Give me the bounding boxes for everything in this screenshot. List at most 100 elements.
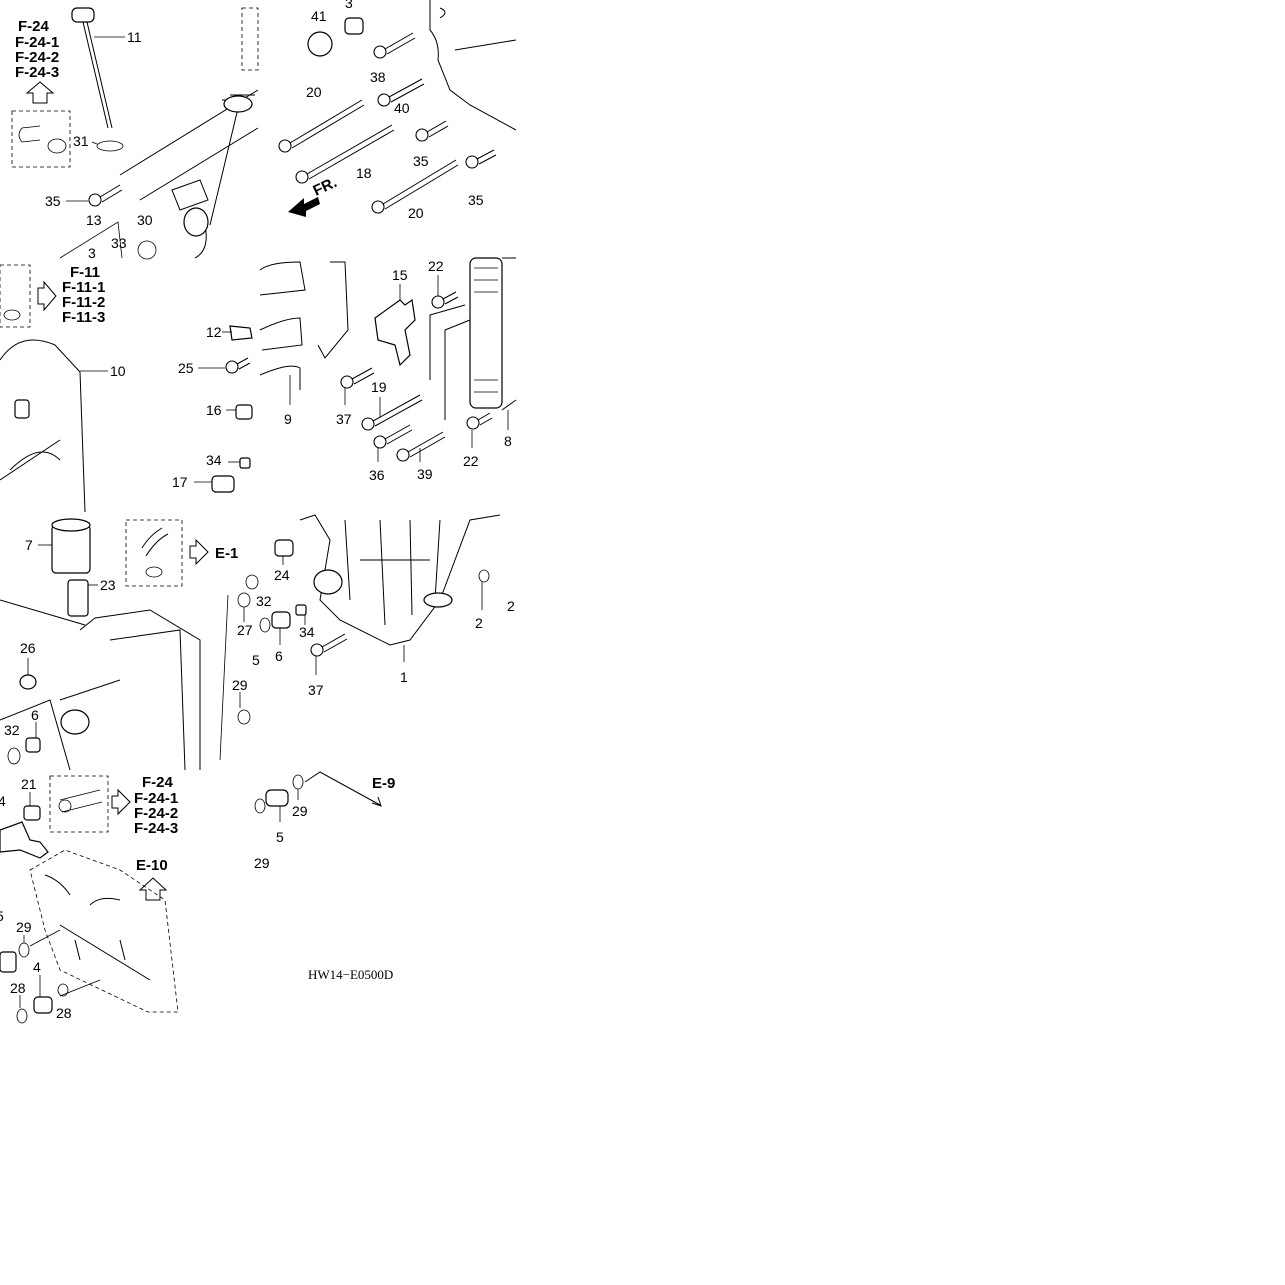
callout-34: 34 [206,452,222,468]
alignment-lines [429,304,471,420]
callout-3b: 3 [345,0,353,11]
bolt-36-shank [384,424,413,445]
callout-34b: 34 [299,624,315,640]
callout-22b: 22 [463,453,479,469]
bolt-37b-shank [321,633,348,653]
collar-6 [25,737,41,753]
ref-e9: E-9 [372,775,395,792]
callout-39: 39 [417,466,433,482]
o-ring-31 [96,140,124,152]
callout-13: 13 [86,212,102,228]
callout-32: 32 [4,722,20,738]
pipe-fitting [0,821,49,859]
ref-f24-3: F-24-3 [15,64,59,81]
panel-7: 4 21 F-24 F-24-1 F-24-2 F-24-3 E-10 5 29… [0,774,179,1024]
bolt-35c-shank [476,149,497,165]
bolt-25-shank [236,357,251,370]
panel-2: 41 3 38 40 20 18 35 35 20 FR. [278,0,517,221]
clamp-part [47,138,67,154]
callout-17: 17 [172,474,188,490]
callout-28: 28 [10,980,26,996]
bolt-19-head [361,417,375,431]
housing-bore [313,569,343,595]
callout-15: 15 [392,267,408,283]
o-ring-28b [57,983,69,997]
plug-5 [0,951,17,973]
dipstick-cap [71,7,95,23]
plug-26 [19,674,37,690]
o-ring-29b [18,942,30,958]
crankcase-body [59,609,201,771]
o-ring-29d [292,774,304,790]
bolt-22b-shank [477,412,493,426]
cover-detail [439,7,517,51]
pin-34 [239,457,251,469]
bolt-36-head [373,435,387,449]
bolt-20-shank [289,99,365,149]
bolt-20-head [278,139,292,153]
callout-33: 33 [111,235,127,251]
leader-13-3 [59,221,123,259]
panel-4: 9 15 22 37 19 36 39 8 22 [259,257,517,483]
callout-40: 40 [394,100,410,116]
crankcase-detail [0,599,86,771]
bolt-40-shank [388,78,425,103]
callout-32b: 32 [256,593,272,609]
callout-28b: 28 [56,1005,72,1021]
oil-cooler-8 [469,257,503,409]
ref-box-f11 [0,264,31,328]
hose-elbow [141,527,169,557]
hose-part [18,125,41,143]
callout-38: 38 [370,69,386,85]
o-ring-6b [259,617,271,633]
bolt-20b-head [371,200,385,214]
ref-f24-1: F-24-1 [15,34,59,51]
ref-f11-2: F-11-2 [62,294,105,311]
bore-part [60,709,90,735]
housing-ribs [344,519,441,626]
ref-f24b: F-24 [142,774,174,791]
housing-1 [299,514,501,646]
clamp-part-c [145,566,163,578]
callout-35c: 35 [468,192,484,208]
plug-41 [307,31,333,57]
cooler-edge [501,257,517,411]
o-ring-29c [254,798,266,814]
cover-plate-10 [0,339,86,513]
callout-24: 24 [274,567,290,583]
callout-1: 1 [400,669,408,685]
ref-f24b-3: F-24-3 [134,820,178,837]
bolt-35-head [88,193,102,207]
crank-case-detail [44,874,151,981]
panel-6: 24 34 6 37 1 2 2 [259,514,515,698]
engine-body [119,89,259,226]
callout-6: 6 [31,707,39,723]
alignment-line-d [59,979,101,997]
collar-3 [344,17,364,35]
right-arrow-icon [37,280,57,312]
filler-neck [223,95,253,113]
bolt-22-head [431,295,445,309]
callout-5: 5 [252,652,260,668]
housing-bore-b [423,592,453,608]
bolt-22b-head [466,416,480,430]
callout-26: 26 [20,640,36,656]
sensor-16 [235,404,253,420]
panel-3: F-11 F-11-1 F-11-2 F-11-3 10 12 25 16 34… [0,264,253,513]
callout-22: 22 [428,258,444,274]
ref-f11-3: F-11-3 [62,309,105,326]
callout-35: 35 [45,193,61,209]
clamp-part-d [58,799,72,813]
housing-edge [317,261,349,359]
callout-29: 29 [232,677,248,693]
ref-e1: E-1 [215,545,238,562]
bolt-25-head [225,360,239,374]
callout-25: 25 [178,360,194,376]
callout-12: 12 [206,324,222,340]
o-ring-28 [16,1008,28,1024]
bolt-38-head [373,45,387,59]
ref-f24b-2: F-24-2 [134,805,178,822]
plug-5c [265,789,289,807]
